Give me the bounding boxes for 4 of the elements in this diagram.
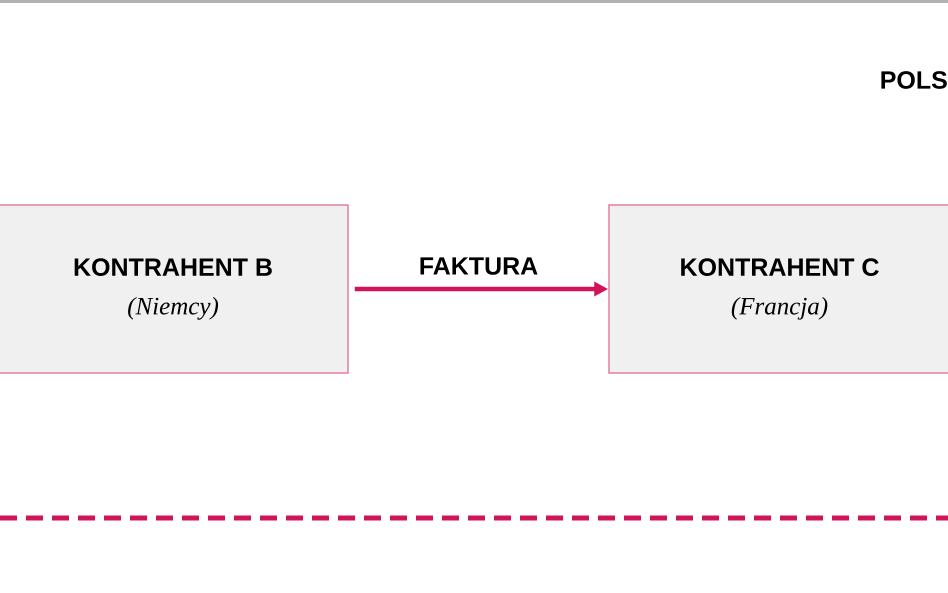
process-box: KONTRAHENT B (Niemcy) [0, 204, 349, 374]
region-label: POLS [881, 71, 947, 89]
process-box: KONTRAHENT C (Francja) [608, 204, 948, 374]
edge-label: FAKTURA [420, 257, 538, 275]
